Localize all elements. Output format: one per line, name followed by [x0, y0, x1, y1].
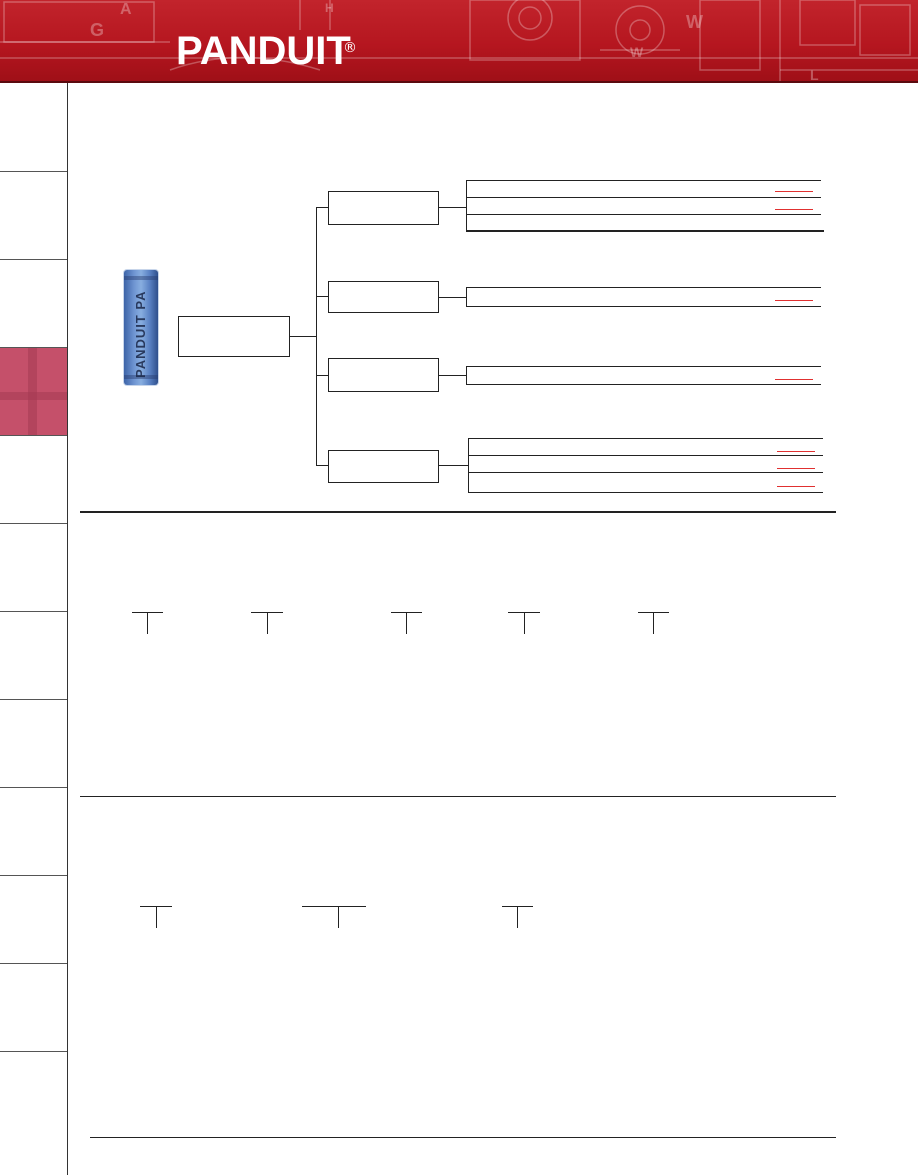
header-banner: G A W W L H PANDUIT ®: [0, 0, 918, 83]
branch-1-row-4: [466, 230, 824, 232]
tree-trunk: [316, 207, 317, 465]
branch-1-row-1: [466, 180, 821, 181]
part-number-link-3[interactable]: [775, 300, 813, 301]
branch-2-lead: [439, 297, 466, 298]
section-tab-3[interactable]: [0, 260, 67, 348]
section-tab-2[interactable]: [0, 172, 67, 260]
branch-1-lead: [439, 207, 466, 208]
section-divider-2: [80, 796, 836, 797]
section-tab-7[interactable]: [0, 612, 67, 700]
branch-3-bracket: [466, 366, 467, 384]
part-number-link-2[interactable]: [775, 209, 813, 210]
part-number-link-6[interactable]: [777, 468, 815, 469]
product-band-bottom: [124, 375, 158, 379]
svg-text:H: H: [325, 1, 334, 15]
footer-rule: [90, 1137, 836, 1138]
part-number-link-4[interactable]: [775, 379, 813, 380]
tab-grid-vertical: [28, 348, 37, 435]
svg-text:W: W: [630, 44, 644, 60]
branch-4-row-3: [468, 472, 823, 473]
section-tab-9[interactable]: [0, 788, 67, 876]
section-tab-4-active[interactable]: [0, 348, 67, 436]
branch-4-lead: [439, 465, 468, 466]
branch-3-row-2: [466, 384, 821, 385]
branch-1-row-2: [466, 197, 821, 198]
part-number-link-1[interactable]: [775, 191, 813, 192]
section-tabs: [0, 83, 68, 1175]
branch-4-row-1: [468, 438, 823, 439]
banner-divider: [0, 81, 918, 83]
svg-text:G: G: [90, 20, 104, 40]
section-tab-8[interactable]: [0, 700, 67, 788]
branch-4-connector: [316, 465, 328, 466]
branch-box-3: [328, 358, 439, 392]
branch-2-row-1: [466, 287, 821, 288]
branch-2-connector: [316, 296, 328, 297]
branch-3-row-1: [466, 366, 821, 367]
svg-text:A: A: [120, 1, 132, 18]
branch-box-2: [328, 281, 439, 313]
butt-splice-product-image: PANDUIT PA: [124, 270, 158, 385]
product-band-top: [124, 276, 158, 280]
svg-text:L: L: [810, 67, 819, 83]
branch-1-connector: [316, 207, 328, 208]
branch-3-lead: [439, 375, 466, 376]
section-tab-5[interactable]: [0, 436, 67, 524]
branch-4-bracket: [468, 438, 469, 493]
section-tab-6[interactable]: [0, 524, 67, 612]
svg-text:W: W: [686, 12, 703, 32]
blueprint-pattern: G A W W L H: [0, 0, 918, 83]
branch-3-connector: [316, 375, 328, 376]
branch-box-1: [328, 191, 439, 225]
section-tab-12[interactable]: [0, 1052, 67, 1175]
tab-grid-horizontal: [0, 392, 67, 400]
part-number-link-5[interactable]: [777, 451, 815, 452]
branch-2-row-2: [466, 306, 821, 307]
section-divider-1: [80, 511, 836, 513]
branch-box-4: [328, 450, 439, 483]
tree-connector: [290, 336, 316, 337]
branch-2-bracket: [466, 287, 467, 306]
section-tab-11[interactable]: [0, 964, 67, 1052]
section-tab-1[interactable]: [0, 83, 67, 172]
branch-4-row-2: [468, 455, 823, 456]
branch-4-row-4: [468, 492, 823, 493]
tree-root-box: [178, 316, 290, 357]
section-tab-10[interactable]: [0, 876, 67, 964]
brand-logo: PANDUIT: [176, 29, 351, 73]
product-imprint: PANDUIT PA: [133, 290, 148, 378]
part-number-link-7[interactable]: [777, 486, 815, 487]
registered-mark: ®: [343, 40, 357, 56]
branch-1-bracket: [466, 180, 467, 231]
branch-1-row-3: [466, 214, 821, 215]
